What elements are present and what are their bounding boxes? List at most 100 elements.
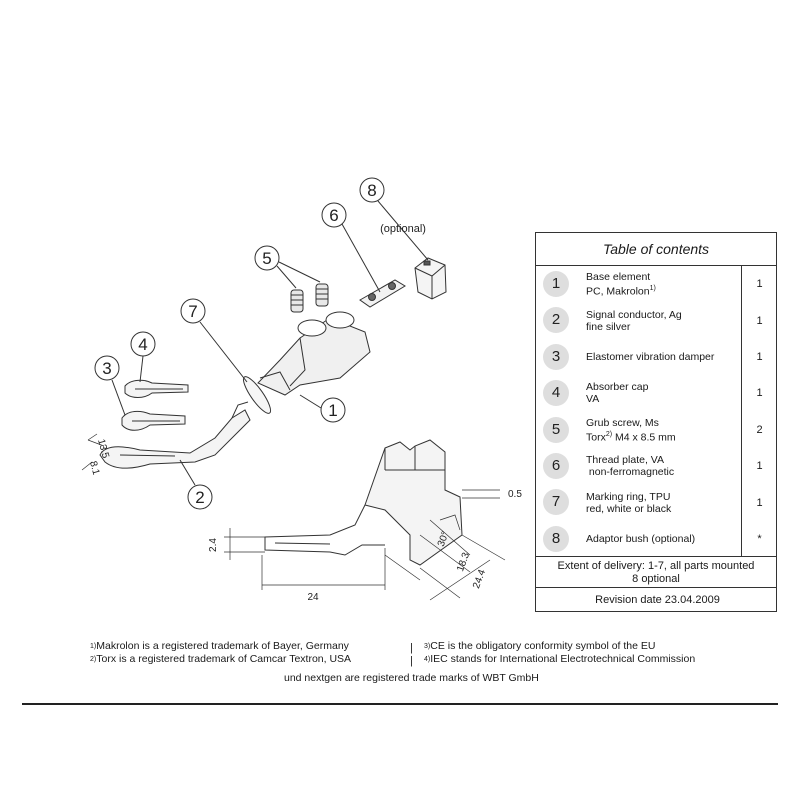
callout-8: 8 bbox=[367, 181, 376, 200]
toc-desc-line1: Adaptor bush (optional) bbox=[586, 532, 696, 545]
toc-desc-line1: Marking ring, TPU bbox=[586, 490, 671, 503]
delivery-line1: Extent of delivery: 1-7, all parts mount… bbox=[557, 560, 755, 572]
footnote-separator: | bbox=[410, 655, 413, 667]
toc-desc-line1: Signal conductor, Ag bbox=[586, 308, 682, 321]
toc-row: 6 Thread plate, VA non-ferromagnetic 1 bbox=[536, 447, 777, 485]
footnote-4: 4)IEC stands for International Electrote… bbox=[424, 653, 695, 666]
toc-desc-line2: VA bbox=[586, 393, 600, 406]
toc-row: 5 Grub screw, Ms Torx2) M4 x 8.5 mm 2 bbox=[536, 411, 777, 448]
toc-number: 5 bbox=[543, 416, 569, 443]
callout-6: 6 bbox=[329, 206, 338, 225]
toc-row: 8 Adaptor bush (optional) * bbox=[536, 520, 777, 558]
toc-number: 6 bbox=[543, 452, 569, 479]
toc-description: Signal conductor, Ag fine silver bbox=[586, 302, 736, 338]
trademark-line: und nextgen are registered trade marks o… bbox=[284, 672, 539, 684]
adaptor-bush-part bbox=[414, 257, 447, 300]
toc-quantity: 2 bbox=[741, 411, 777, 448]
footnote-text: IEC stands for International Electrotech… bbox=[430, 653, 696, 665]
footnote-text: Torx is a registered trademark of Camcar… bbox=[96, 653, 352, 665]
toc-quantity: 1 bbox=[741, 302, 777, 339]
dim-13-5: 13.5 bbox=[95, 438, 111, 460]
dim-8-1: 8.1 bbox=[87, 460, 101, 477]
toc-description: Thread plate, VA non-ferromagnetic bbox=[586, 448, 736, 484]
callout-labels: 1 2 3 4 5 6 7 8 (optional) bbox=[102, 181, 426, 507]
toc-quantity: 1 bbox=[741, 375, 777, 412]
optional-label: (optional) bbox=[380, 223, 426, 235]
footnote-1: 1)Makrolon is a registered trademark of … bbox=[90, 640, 349, 653]
dimension-lines bbox=[81, 433, 506, 601]
toc-number: 8 bbox=[543, 525, 569, 552]
footnote-mark: 1) bbox=[90, 643, 97, 650]
dim-18-3: 18.3 bbox=[455, 551, 472, 573]
callout-3: 3 bbox=[102, 359, 111, 378]
footnote-3: 3)CE is the obligatory conformity symbol… bbox=[424, 640, 656, 653]
footnote-mark: 2) bbox=[90, 656, 97, 663]
toc-desc-line1: Elastomer vibration damper bbox=[586, 350, 715, 363]
toc-desc-line2: Torx bbox=[586, 431, 606, 443]
extent-of-delivery: Extent of delivery: 1-7, all parts mount… bbox=[536, 556, 776, 588]
toc-row: 3 Elastomer vibration damper 1 bbox=[536, 338, 777, 376]
base-element-part bbox=[257, 311, 371, 396]
toc-row: 1 Base element PC, Makrolon1) 1 bbox=[536, 266, 777, 303]
toc-footnote-mark: 1) bbox=[649, 284, 656, 292]
thread-plate-part bbox=[359, 279, 406, 308]
toc-desc-line2: fine silver bbox=[586, 320, 631, 333]
toc-row: 4 Absorber cap VA 1 bbox=[536, 375, 777, 412]
footnote-text: Makrolon is a registered trademark of Ba… bbox=[96, 640, 349, 652]
toc-description: Base element PC, Makrolon1) bbox=[586, 266, 736, 302]
toc-desc-line2: red, white or black bbox=[586, 502, 672, 515]
absorber-cap-part bbox=[124, 379, 189, 398]
grub-screw-parts bbox=[290, 283, 329, 313]
toc-quantity: * bbox=[741, 520, 777, 558]
revision-label: Revision date bbox=[595, 594, 662, 606]
table-of-contents: Table of contents 1 Base element PC, Mak… bbox=[535, 232, 777, 612]
callout-5: 5 bbox=[262, 249, 271, 268]
callout-7: 7 bbox=[188, 302, 197, 321]
footnote-2: 2)Torx is a registered trademark of Camc… bbox=[90, 653, 351, 666]
toc-desc-line1: Base element bbox=[586, 270, 651, 283]
toc-desc-line2: PC, Makrolon bbox=[586, 285, 650, 298]
footnote-text: CE is the obligatory conformity symbol o… bbox=[430, 640, 656, 652]
toc-desc-line1: Thread plate, VA bbox=[586, 454, 665, 467]
bottom-rule bbox=[22, 703, 778, 705]
toc-description: Marking ring, TPU red, white or black bbox=[586, 484, 736, 520]
toc-number: 2 bbox=[543, 307, 569, 334]
toc-title: Table of contents bbox=[536, 233, 776, 266]
toc-description: Adaptor bush (optional) bbox=[586, 521, 736, 557]
toc-number: 1 bbox=[543, 271, 569, 297]
revision-date-value: 23.04.2009 bbox=[664, 594, 720, 606]
toc-desc-line2b: M4 x 8.5 mm bbox=[612, 431, 676, 443]
callout-leaders bbox=[94, 177, 429, 510]
toc-description: Grub screw, Ms Torx2) M4 x 8.5 mm bbox=[586, 412, 736, 448]
dim-2-4: 2.4 bbox=[208, 538, 219, 552]
profile-view bbox=[264, 439, 463, 566]
dim-30-deg: 30° bbox=[436, 530, 452, 548]
toc-row: 2 Signal conductor, Ag fine silver 1 bbox=[536, 302, 777, 339]
footnote-mark: 3) bbox=[424, 643, 431, 650]
toc-desc-line1: Absorber cap bbox=[586, 381, 649, 394]
toc-desc-line1: Grub screw, Ms bbox=[586, 416, 659, 429]
toc-description: Absorber cap VA bbox=[586, 375, 736, 411]
toc-quantity: 1 bbox=[741, 484, 777, 521]
elastomer-damper-part bbox=[121, 410, 186, 431]
toc-number: 3 bbox=[543, 343, 569, 370]
dim-0-5: 0.5 bbox=[508, 489, 522, 500]
toc-number: 4 bbox=[543, 380, 569, 407]
marking-ring-part bbox=[242, 376, 272, 414]
toc-quantity: 1 bbox=[741, 447, 777, 485]
toc-footnote-mark: 2) bbox=[605, 430, 613, 438]
footnote-separator: | bbox=[410, 642, 413, 654]
footnote-mark: 4) bbox=[424, 656, 431, 663]
toc-description: Elastomer vibration damper bbox=[586, 339, 736, 375]
toc-quantity: 1 bbox=[741, 338, 777, 376]
toc-row: 7 Marking ring, TPU red, white or black … bbox=[536, 484, 777, 521]
callout-2: 2 bbox=[195, 488, 204, 507]
toc-number: 7 bbox=[543, 489, 569, 516]
toc-quantity: 1 bbox=[741, 266, 777, 303]
signal-conductor-part bbox=[99, 401, 251, 469]
callout-1: 1 bbox=[328, 401, 337, 420]
delivery-line2: 8 optional bbox=[632, 573, 680, 585]
toc-desc-line2: non-ferromagnetic bbox=[586, 466, 675, 479]
